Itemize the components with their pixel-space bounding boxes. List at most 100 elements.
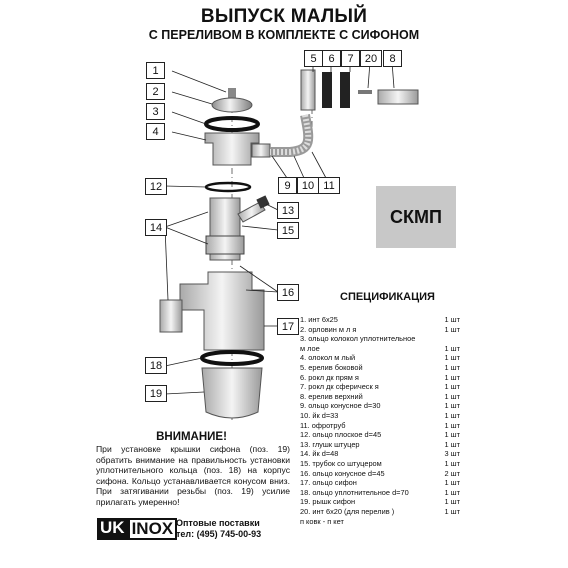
part-6-gasket <box>322 72 332 108</box>
callout-9: 9 <box>278 177 297 194</box>
spec-row: 13. глушк штуцер 1 шт <box>300 440 460 449</box>
callout-16: 16 <box>277 284 299 301</box>
spec-item-label: 15. трубок со штуцером <box>300 459 382 468</box>
part-13-plug <box>256 195 270 209</box>
part-18-seal-ring <box>200 350 264 366</box>
spec-row: 4. олокол м лый 1 шт <box>300 353 460 362</box>
callout-15: 15 <box>277 222 299 239</box>
callout-10: 10 <box>297 177 319 194</box>
logo-inox: INOX <box>127 518 178 540</box>
part-17-siphon-body <box>179 271 265 351</box>
spec-item-label: 7. рокл дк сферическ я <box>300 382 379 392</box>
warning-text: При установке крышки сифона (поз. 19) об… <box>96 444 290 507</box>
page-title: ВЫПУСК МАЛЫЙ <box>200 6 368 27</box>
spec-item-label: 8. ерелив верхний <box>300 391 363 401</box>
spec-item-qty: 1 шт <box>444 315 460 324</box>
wholesale-label: Оптовые поставки <box>176 518 260 528</box>
spec-item-qty: 1 шт <box>444 497 460 507</box>
spec-item-qty: 1 шт <box>444 353 460 363</box>
callout-2: 2 <box>146 83 165 100</box>
product-code-badge: СКМП <box>376 186 456 248</box>
spec-item-qty: 1 шт <box>444 324 460 334</box>
callout-1: 1 <box>146 62 165 79</box>
spec-item-label: 1. инт 6х25 <box>300 315 338 324</box>
callout-5: 5 <box>304 50 323 67</box>
spec-item-label: 17. ольцо сифон <box>300 478 357 488</box>
spec-item-qty: 1 шт <box>444 507 460 516</box>
spec-item-qty: 1 шт <box>444 343 460 353</box>
spec-item-qty: 1 шт <box>444 439 460 449</box>
spec-row: п ковк - п кет <box>300 517 460 526</box>
callout-17: 17 <box>277 318 299 335</box>
callout-14: 14 <box>145 219 167 236</box>
spec-item-qty: 3 шт <box>444 449 460 459</box>
part-7-gasket <box>340 72 350 108</box>
spec-item-qty: 1 шт <box>444 420 460 430</box>
spec-item-label: 2. орловин м л я <box>300 324 357 334</box>
callout-11: 11 <box>318 177 340 194</box>
spec-item-label: 9. ольцо конусное d=30 <box>300 401 381 411</box>
part-14-nut <box>205 235 245 255</box>
callout-18: 18 <box>145 357 167 374</box>
spec-row: 12. ольцо плоское d=45 1 шт <box>300 430 460 439</box>
spec-row: 1. инт 6х25 1 шт <box>300 315 460 324</box>
contacts: Оптовые поставки тел: (495) 745-00-93 <box>176 518 261 540</box>
callout-20: 20 <box>360 50 382 67</box>
spec-row: 2. орловин м л я 1 шт <box>300 325 460 334</box>
spec-item-qty: 2 шт <box>444 468 460 478</box>
callout-19: 19 <box>145 385 167 402</box>
part-11-corrugated-tube <box>270 114 314 157</box>
spec-item-label: п ковк - п кет <box>300 516 344 526</box>
callout-4: 4 <box>146 123 165 140</box>
spec-item-label: 13. глушк штуцер <box>300 439 360 449</box>
spec-item-qty: 1 шт <box>444 411 460 420</box>
callout-6: 6 <box>322 50 341 67</box>
spec-row: 3. ольцо колокол уплотнительное <box>300 334 460 343</box>
part-19-siphon-cap <box>201 367 263 419</box>
part-3-ring <box>204 116 260 132</box>
page-subtitle: С ПЕРЕЛИВОМ В КОМПЛЕКТЕ С СИФОНОМ <box>148 28 420 42</box>
ukinox-logo: UK INOX <box>97 518 178 540</box>
callout-13: 13 <box>277 202 299 219</box>
callout-8: 8 <box>383 50 402 67</box>
callout-12: 12 <box>145 178 167 195</box>
phone-number: тел: (495) 745-00-93 <box>176 529 262 539</box>
part-4-bell <box>204 132 260 166</box>
spec-item-label: 14. йк d=48 <box>300 449 339 459</box>
spec-title: СПЕЦИФИКАЦИЯ <box>340 291 435 303</box>
spec-item-qty: 1 шт <box>444 430 460 440</box>
spec-item-label: 4. олокол м лый <box>300 353 356 363</box>
part-8-top-overflow <box>377 89 419 105</box>
callout-3: 3 <box>146 103 165 120</box>
spec-row: 20. инт 6х20 (для перелив ) 1 шт <box>300 507 460 516</box>
spec-item-label: 19. рышк сифон <box>300 497 356 507</box>
spec-item-label: 18. ольцо уплотнительное d=70 <box>300 487 409 497</box>
spec-row: 14. йк d=48 3 шт <box>300 449 460 458</box>
spec-item-label: 10. йк d=33 <box>300 411 339 420</box>
spec-row: 19. рышк сифон 1 шт <box>300 497 460 506</box>
part-1-screw <box>228 88 236 98</box>
spec-item-label: 11. офротруб <box>300 420 346 430</box>
spec-item-label: 12. ольцо плоское d=45 <box>300 430 382 440</box>
spec-item-qty: 1 шт <box>444 363 460 372</box>
spec-row: 10. йк d=33 1 шт <box>300 411 460 420</box>
part-2-grate <box>211 97 253 113</box>
logo-uk: UK <box>97 518 128 540</box>
spec-row: 11. офротруб 1 шт <box>300 421 460 430</box>
spec-item-qty: 1 шт <box>444 391 460 401</box>
part-20-screw <box>358 90 372 94</box>
spec-item-label: 20. инт 6х20 (для перелив ) <box>300 507 395 516</box>
callout-7: 7 <box>341 50 360 67</box>
spec-row: 8. ерелив верхний 1 шт <box>300 392 460 401</box>
part-12-flat-ring <box>204 181 252 193</box>
